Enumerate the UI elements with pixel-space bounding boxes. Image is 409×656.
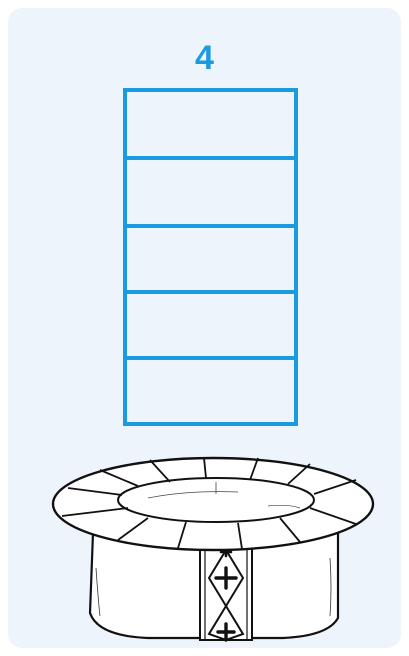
stack-box-5[interactable] [123,356,298,426]
hat-illustration [38,438,383,643]
box-stack [123,88,298,426]
band-pattern [200,548,252,640]
hat-icon [38,438,383,643]
stack-box-4[interactable] [123,290,298,360]
exercise-card: 4 [8,8,401,648]
stack-box-1[interactable] [123,88,298,160]
number-label: 4 [8,36,401,80]
stack-box-2[interactable] [123,156,298,228]
stack-box-3[interactable] [123,224,298,294]
